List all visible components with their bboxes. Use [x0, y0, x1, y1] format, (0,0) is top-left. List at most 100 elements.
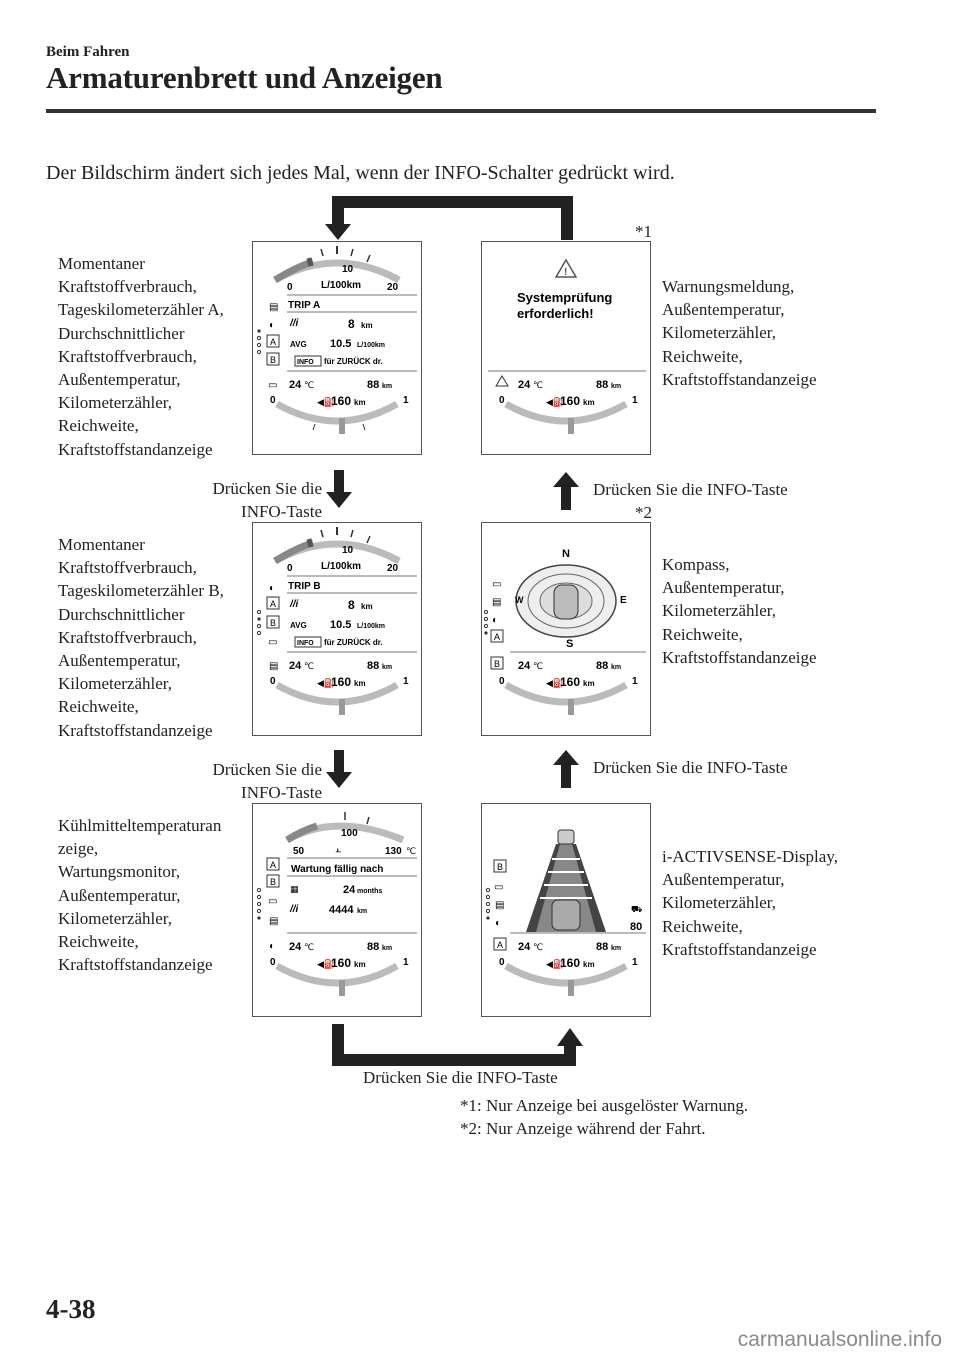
- press-label-right-1: Drücken Sie die INFO-Taste: [593, 480, 788, 499]
- intro-text: Der Bildschirm ändert sich jedes Mal, we…: [46, 162, 675, 184]
- temp-value: 24: [289, 379, 302, 391]
- watermark: carmanualsonline.info: [737, 1328, 942, 1351]
- coolant-max: 130: [385, 846, 402, 857]
- maint-km: 4444: [329, 904, 354, 916]
- label-compass: Kompass, Außentemperatur, Kilometerzähle…: [662, 555, 817, 667]
- coolant-unit: ℃: [406, 846, 416, 856]
- fuel-min: 0: [499, 395, 505, 406]
- svg-text:▤: ▤: [269, 661, 278, 672]
- speed-limit: 80: [630, 921, 642, 933]
- display-compass: N S E W ▭ ▤ ◐ A B 24 ℃ 88 km 0 1 ◀⛽ 160 …: [481, 522, 651, 736]
- avg-unit: L/100km: [357, 623, 385, 630]
- svg-text:▤: ▤: [492, 597, 501, 608]
- badge-a: A: [497, 940, 503, 950]
- avg-label: AVG: [290, 340, 307, 349]
- fuel-max: 1: [403, 676, 409, 687]
- svg-text:▭: ▭: [494, 882, 503, 893]
- warning-line-1: Systemprüfung: [517, 290, 612, 305]
- svg-text://i: //i: [289, 904, 299, 915]
- range-unit: km: [583, 679, 595, 688]
- maintenance-title: Wartung fällig nach: [291, 864, 383, 875]
- odo-value: 88: [367, 660, 379, 672]
- fuel-scale-max: 20: [387, 563, 399, 574]
- fuel-min: 0: [270, 957, 276, 968]
- fuel-max: 1: [403, 395, 409, 406]
- odo-unit: km: [611, 383, 621, 390]
- range-unit: km: [354, 679, 366, 688]
- press-label-bottom: Drücken Sie die INFO-Taste: [363, 1068, 558, 1087]
- temp-unit: ℃: [533, 380, 543, 390]
- odo-value: 88: [596, 941, 608, 953]
- range-value: 160: [331, 394, 351, 408]
- footnote-1: *1: Nur Anzeige bei ausgelöster Warnung.: [460, 1096, 749, 1115]
- range-unit: km: [583, 398, 595, 407]
- trip-label: TRIP A: [288, 300, 320, 311]
- range-value: 160: [560, 394, 580, 408]
- maint-months: 24: [343, 884, 356, 896]
- compass-e: E: [620, 595, 627, 606]
- svg-text:◀⛽: ◀⛽: [317, 958, 335, 969]
- footnote-marker-1: *1: [635, 222, 652, 241]
- odo-value: 88: [367, 941, 379, 953]
- svg-text://i: //i: [289, 599, 299, 610]
- badge-b: B: [270, 355, 276, 365]
- svg-text:◀⛽: ◀⛽: [546, 396, 564, 407]
- odo-value: 88: [596, 379, 608, 391]
- fuel-max: 1: [632, 395, 638, 406]
- fuel-max: 1: [632, 676, 638, 687]
- fuel-min: 0: [499, 676, 505, 687]
- avg-label: AVG: [290, 621, 307, 630]
- avg-value: 10.5: [330, 338, 351, 350]
- svg-text:▤: ▤: [269, 302, 278, 313]
- range-unit: km: [354, 398, 366, 407]
- info-label: INFO: [297, 359, 314, 366]
- svg-text:▤: ▤: [269, 916, 278, 927]
- fuel-min: 0: [499, 957, 505, 968]
- badge-b: B: [497, 862, 503, 872]
- temp-value: 24: [518, 379, 531, 391]
- badge-b: B: [494, 659, 500, 669]
- compass-s: S: [566, 638, 573, 650]
- avg-value: 10.5: [330, 619, 351, 631]
- svg-text:▦: ▦: [290, 884, 299, 894]
- svg-text:◐: ◐: [495, 918, 501, 929]
- svg-text:◐: ◐: [269, 941, 275, 952]
- temp-value: 24: [289, 660, 302, 672]
- temp-unit: ℃: [533, 661, 543, 671]
- fuel-scale-unit: L/100km: [321, 280, 361, 291]
- svg-text:▭: ▭: [268, 637, 277, 648]
- temp-unit: ℃: [304, 661, 314, 671]
- info-text: für ZURÜCK dr.: [324, 357, 383, 366]
- current-value: 8: [348, 317, 355, 331]
- svg-text:◐: ◐: [492, 615, 498, 626]
- badge-a: A: [270, 337, 276, 347]
- svg-text:◐: ◐: [269, 583, 275, 594]
- svg-text:▭: ▭: [268, 380, 277, 391]
- odo-unit: km: [611, 664, 621, 671]
- page-number: 4-38: [46, 1294, 96, 1324]
- odo-unit: km: [382, 945, 392, 952]
- odo-value: 88: [367, 379, 379, 391]
- badge-a: A: [270, 599, 276, 609]
- current-value: 8: [348, 598, 355, 612]
- svg-text:◀⛽: ◀⛽: [546, 958, 564, 969]
- press-label-left-2: Drücken Sie die INFO-Taste: [212, 760, 322, 802]
- maint-km-unit: km: [357, 908, 367, 915]
- svg-text:◐: ◐: [269, 320, 275, 331]
- footnote-2: *2: Nur Anzeige während der Fahrt.: [460, 1119, 706, 1138]
- compass-n: N: [562, 548, 570, 560]
- fuel-scale-mid: 10: [342, 264, 354, 275]
- trip-label: TRIP B: [288, 581, 321, 592]
- title-rule: [46, 109, 876, 113]
- badge-a: A: [494, 632, 500, 642]
- svg-text:▭: ▭: [268, 896, 277, 907]
- svg-text:⛟: ⛟: [631, 904, 642, 914]
- fuel-max: 1: [632, 957, 638, 968]
- svg-text:◀⛽: ◀⛽: [317, 396, 335, 407]
- info-text: für ZURÜCK dr.: [324, 638, 383, 647]
- label-activsense: i-ACTIVSENSE-Display, Außentemperatur, K…: [662, 847, 838, 959]
- label-trip-b: Momentaner Kraftstoffverbrauch, Tageskil…: [58, 535, 224, 740]
- temp-value: 24: [289, 941, 302, 953]
- fuel-scale-min: 0: [287, 563, 293, 574]
